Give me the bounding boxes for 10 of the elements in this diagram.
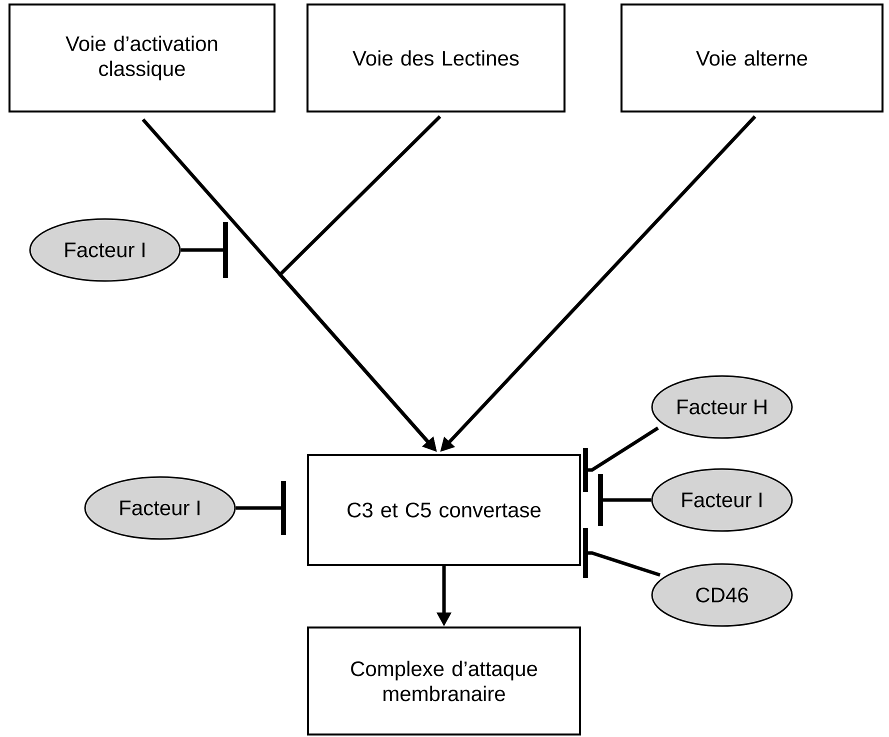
inhibition-line — [583, 426, 659, 492]
inhibition-line — [598, 474, 652, 526]
inhibition-line — [236, 481, 286, 535]
pathway-box: Voie d’activation classique — [8, 4, 276, 112]
pathway-box: Voie alterne — [620, 4, 884, 112]
pathway-box: C3 et C5 convertase — [307, 454, 581, 566]
pathway-box: Complexe d’attaque membranaire — [307, 626, 581, 736]
pathway-box: Voie des Lectines — [306, 4, 566, 112]
inhibition-line — [583, 528, 661, 578]
inhibition-line — [180, 222, 228, 278]
